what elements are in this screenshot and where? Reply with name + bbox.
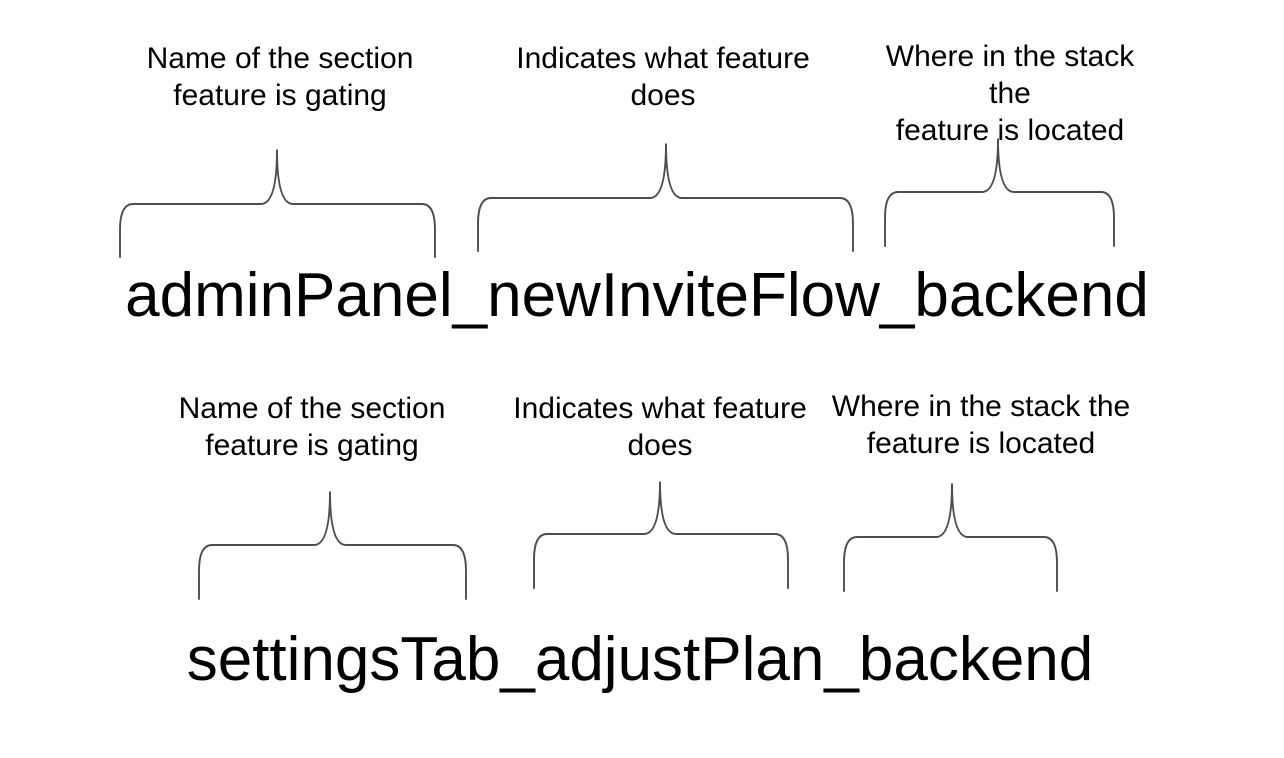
brace-stack-location <box>843 482 1058 592</box>
brace-feature-purpose <box>477 142 854 252</box>
callout-section-name: Name of the section feature is gating <box>146 42 414 112</box>
brace-feature-purpose <box>533 480 789 589</box>
callout-feature-purpose: Indicates what feature does <box>516 42 810 112</box>
callout-section-name: Name of the section feature is gating <box>178 392 446 462</box>
callout-feature-purpose: Indicates what feature does <box>513 392 807 462</box>
brace-stack-location <box>884 137 1115 247</box>
flag-name-text: settingsTab_adjustPlan_backend <box>186 625 1094 694</box>
callout-stack-location: Where in the stack the feature is locate… <box>885 40 1135 147</box>
brace-section-name <box>198 490 467 600</box>
flag-name-text: adminPanel_newInviteFlow_backend <box>125 261 1149 330</box>
brace-section-name <box>119 148 436 258</box>
callout-stack-location: Where in the stack the feature is locate… <box>831 390 1131 460</box>
